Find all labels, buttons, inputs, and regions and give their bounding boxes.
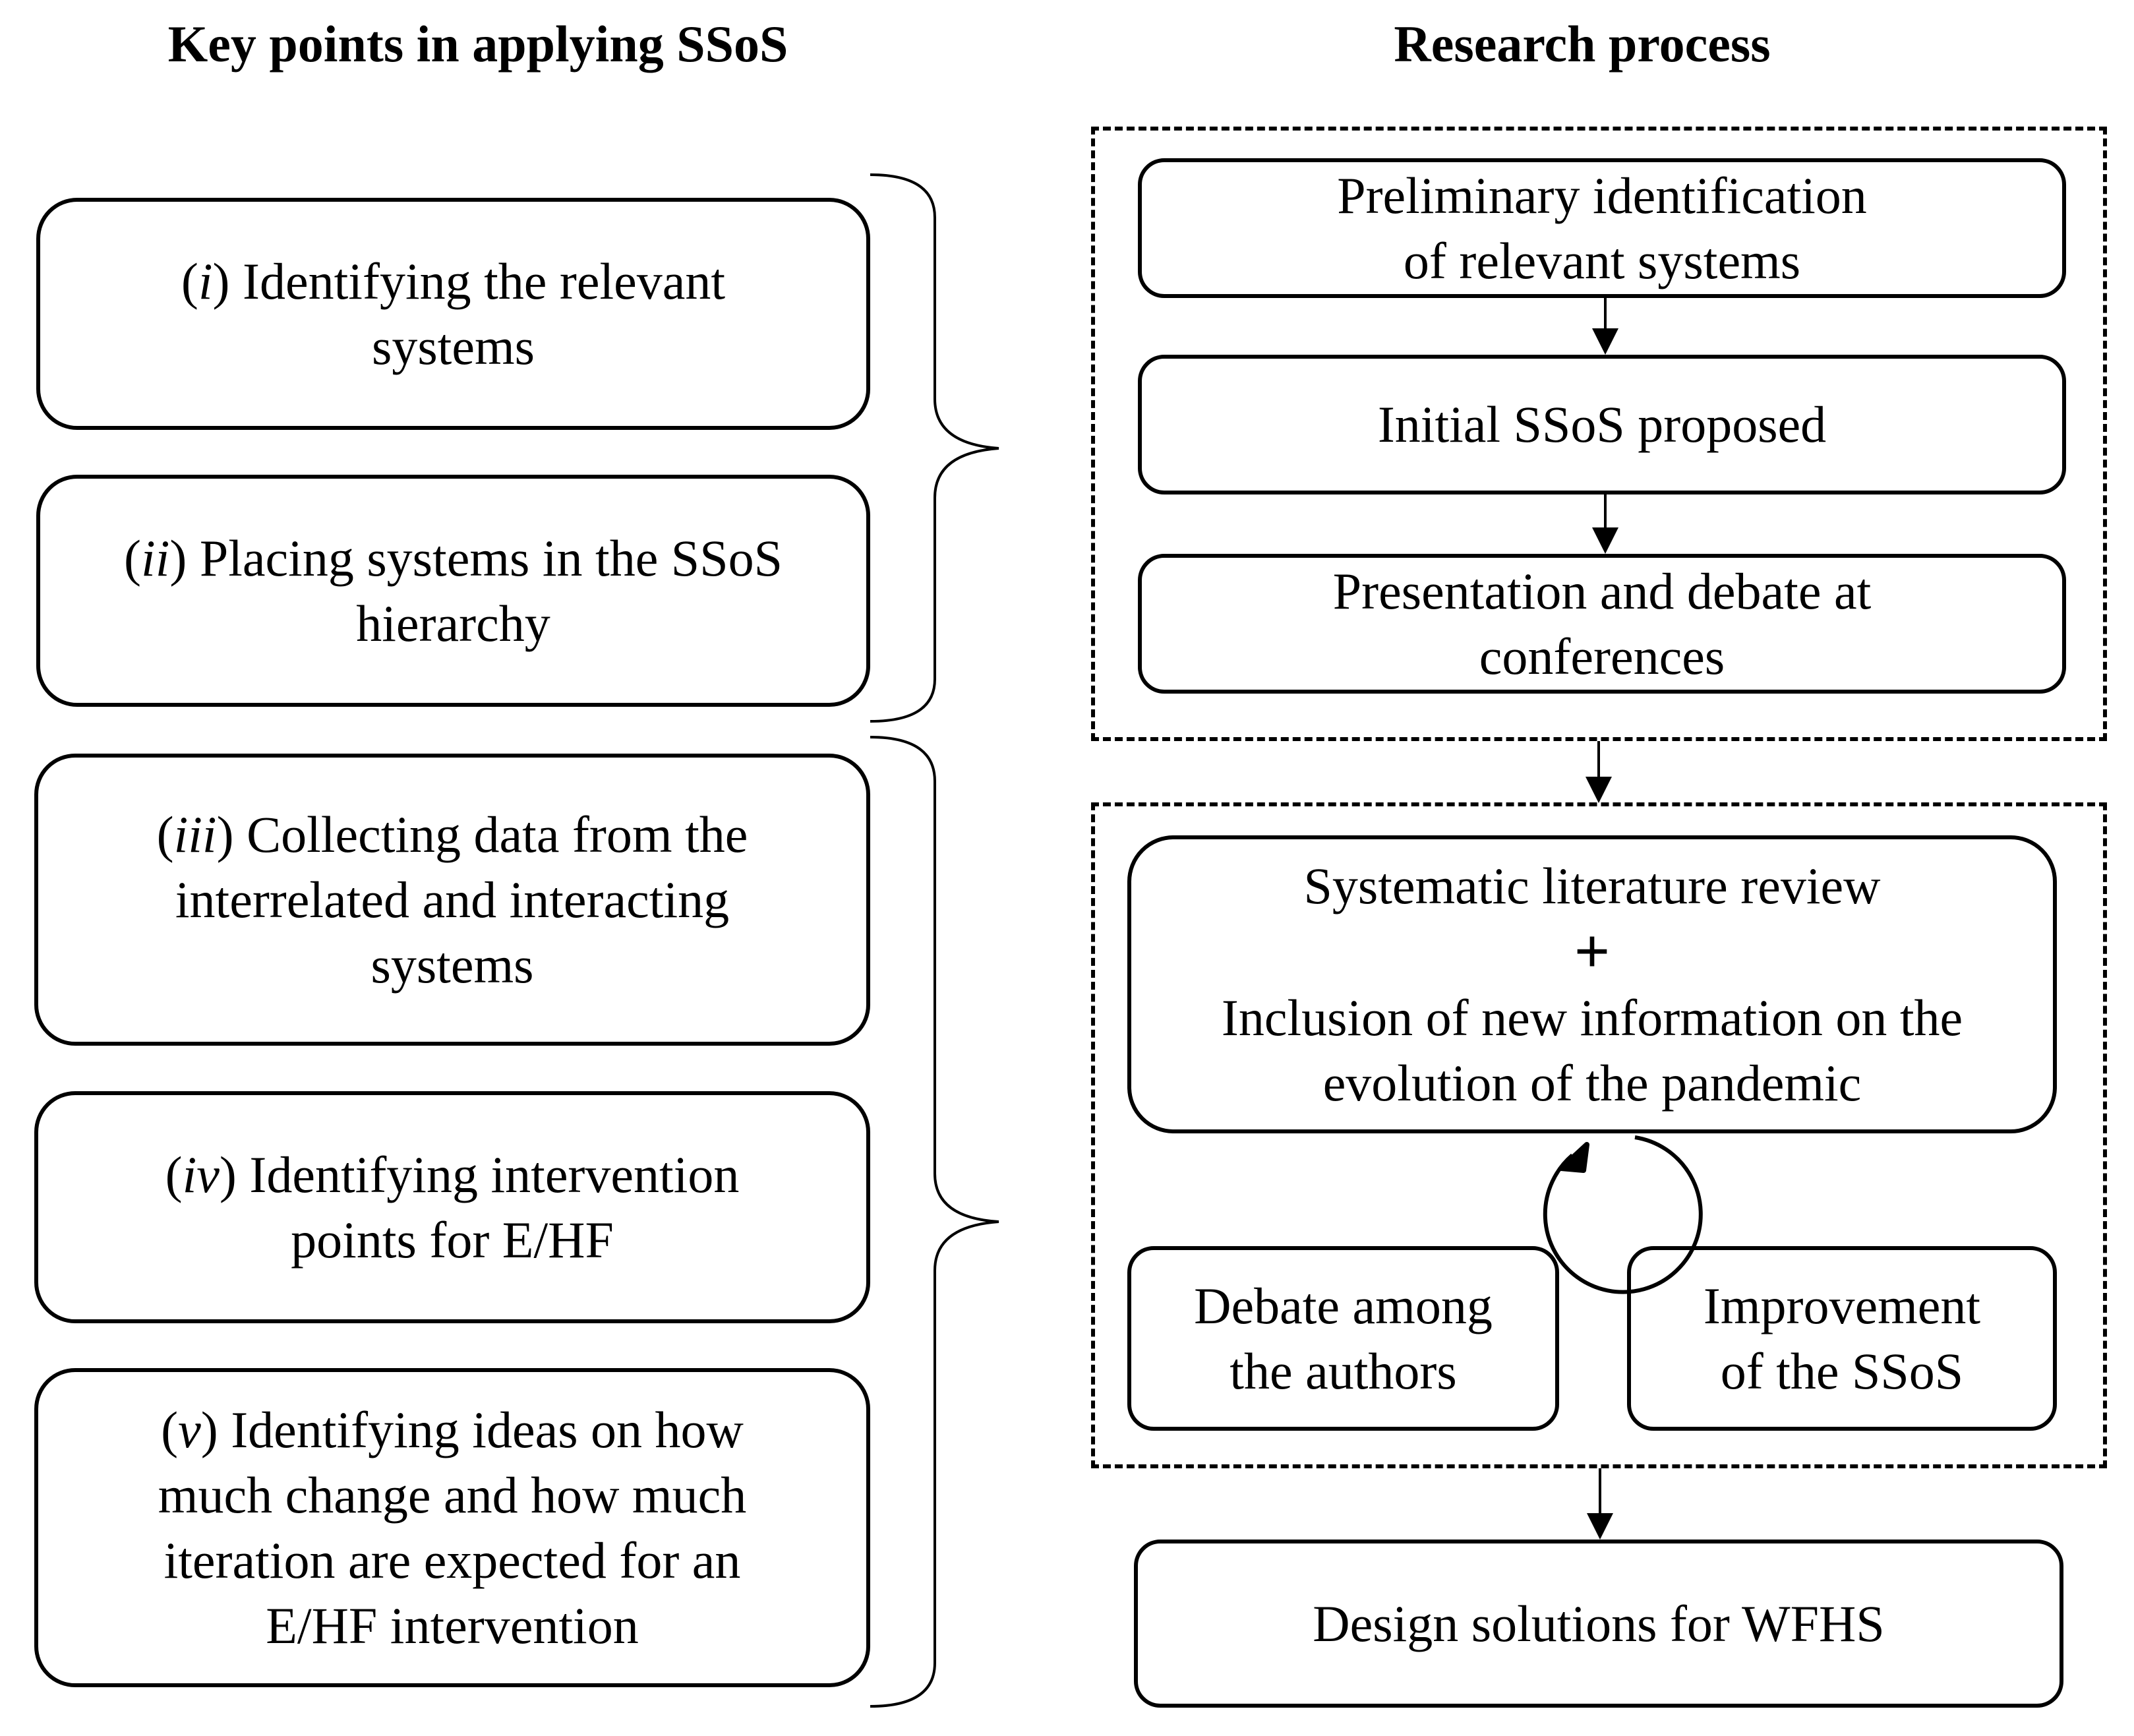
key-point-3: (iii) Collecting data from the interrela… [34, 754, 870, 1046]
step-text: Initial SSoS proposed [1377, 396, 1827, 454]
step-text: of the SSoS [1720, 1342, 1964, 1400]
key-point-text: systems [371, 318, 535, 375]
step-text: the authors [1230, 1342, 1457, 1400]
step-text: Preliminary identification [1337, 166, 1867, 224]
key-point-text: systems [370, 936, 534, 994]
plus-sign: + [1574, 916, 1611, 987]
key-point-text: E/HF intervention [266, 1597, 639, 1655]
step-text: Debate among [1194, 1276, 1493, 1334]
step-preliminary-identification: Preliminary identification of relevant s… [1138, 158, 2066, 298]
key-point-text: Placing systems in the SSoS [199, 529, 783, 587]
key-point-text: much change and how much [158, 1466, 747, 1524]
key-point-1: (i) Identifying the relevant systems [36, 198, 870, 430]
iterative-phase-group [1091, 802, 2107, 1468]
key-point-text: iteration are expected for an [163, 1532, 741, 1589]
key-point-5: (v) Identifying ideas on how much change… [34, 1368, 870, 1687]
step-literature-review: Systematic literature review + Inclusion… [1127, 835, 2057, 1133]
step-improvement-ssos: Improvement of the SSoS [1627, 1246, 2057, 1431]
key-point-text: Identifying intervention [249, 1145, 740, 1203]
left-heading: Key points in applying SSoS [167, 15, 788, 73]
key-point-text: interrelated and interacting [175, 870, 730, 928]
key-point-text: Identifying the relevant [243, 252, 726, 310]
key-point-numeral: ii [141, 529, 170, 587]
key-point-text: hierarchy [356, 595, 550, 652]
right-heading: Research process [1394, 15, 1771, 73]
step-initial-ssos: Initial SSoS proposed [1138, 355, 2066, 494]
key-point-numeral: v [178, 1400, 201, 1458]
step-debate-authors: Debate among the authors [1127, 1246, 1559, 1431]
review-text: Systematic literature review [1303, 857, 1881, 915]
step-text: Presentation and debate at [1332, 562, 1872, 620]
key-point-numeral: i [198, 252, 213, 310]
review-text: Inclusion of new information on the [1221, 988, 1963, 1046]
key-point-4: (iv) Identifying intervention points for… [34, 1091, 870, 1323]
key-point-text: Identifying ideas on how [231, 1400, 744, 1458]
key-point-numeral: iv [182, 1145, 220, 1203]
step-design-solutions: Design solutions for WFHS [1134, 1540, 2063, 1708]
step-text: Design solutions for WFHS [1313, 1594, 1885, 1652]
key-point-2: (ii) Placing systems in the SSoS hierarc… [36, 475, 870, 707]
step-text: of relevant systems [1403, 232, 1801, 289]
step-text: Improvement [1703, 1276, 1981, 1334]
upper-brace [870, 173, 999, 723]
lower-brace [870, 736, 999, 1708]
review-text: evolution of the pandemic [1322, 1054, 1862, 1112]
key-point-text: points for E/HF [291, 1211, 614, 1269]
key-point-numeral: iii [173, 805, 217, 863]
step-presentation-debate: Presentation and debate at conferences [1138, 554, 2066, 694]
step-text: conferences [1479, 628, 1725, 685]
initial-phase-group [1091, 127, 2107, 741]
key-point-text: Collecting data from the [247, 805, 748, 863]
